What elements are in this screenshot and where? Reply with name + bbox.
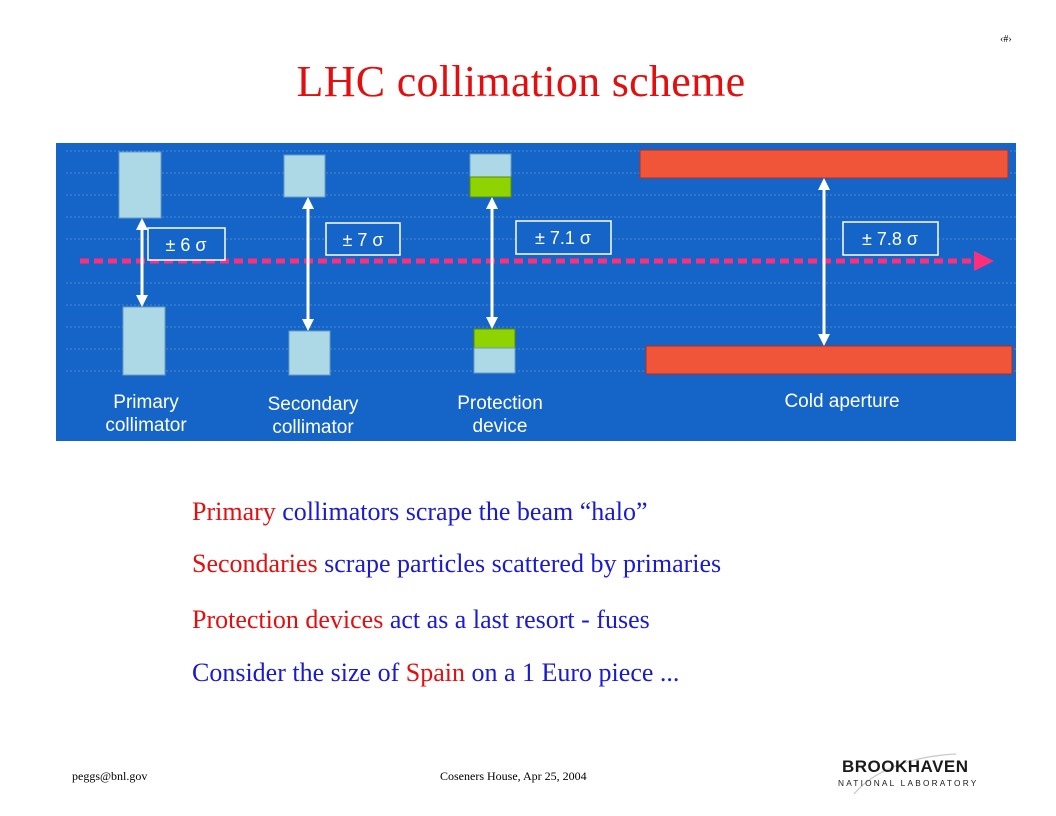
bullet-highlight: Spain	[405, 658, 465, 687]
label-primary-line1: Primary	[113, 392, 179, 413]
label-cold-aperture: Cold aperture	[784, 391, 899, 412]
bullet-text: collimators scrape the beam “halo”	[275, 497, 648, 526]
label-protection-line2: device	[473, 416, 528, 437]
gap-label-box-primary	[147, 227, 226, 261]
bullet-text: act as a last resort - fuses	[383, 605, 650, 634]
protection-lower-jaw	[473, 347, 516, 374]
label-secondary-line1: Secondary	[268, 394, 359, 415]
label-protection-line1: Protection	[457, 393, 543, 414]
slide-number: ‹#›	[1000, 34, 1012, 45]
gap-label-secondary: ± 7 σ	[342, 230, 383, 250]
primary-upper-jaw	[118, 151, 162, 219]
bullet-text-before: Consider the size of	[192, 658, 406, 687]
bullet-highlight: Protection devices	[192, 605, 384, 634]
protection-upper-jaw	[469, 153, 512, 178]
slide-title: LHC collimation scheme	[296, 57, 746, 106]
primary-collimator	[118, 151, 166, 376]
footer-venue: Coseners House, Apr 25, 2004	[440, 769, 587, 783]
protection-upper-absorber	[469, 176, 512, 198]
bullet-highlight: Primary	[192, 497, 276, 526]
brookhaven-logo: BROOKHAVEN NATIONAL LABORATORY	[838, 753, 978, 795]
logo-line2: NATIONAL LABORATORY	[838, 778, 978, 788]
logo-swoosh	[853, 753, 957, 795]
beam-arrowhead	[974, 251, 994, 271]
cold-aperture-lower-wall	[645, 345, 1013, 375]
protection-device	[469, 153, 516, 374]
primary-lower-jaw	[122, 306, 166, 376]
bullet-text: on a 1 Euro piece ...	[464, 658, 680, 687]
logo-line1: BROOKHAVEN	[842, 757, 969, 776]
collimation-diagram: ± 6 σ ± 7 σ ± 7.1 σ ± 7.8 σ Primary coll…	[56, 143, 1016, 441]
gap-label-box-cold	[842, 221, 939, 256]
gap-label-box-secondary	[325, 222, 401, 256]
gap-label-cold: ± 7.8 σ	[862, 229, 918, 249]
bullet-protection: Protection devices act as a last resort …	[192, 605, 650, 635]
cold-aperture	[639, 149, 1013, 375]
label-primary-line2: collimator	[105, 415, 187, 436]
cold-aperture-upper-wall	[639, 149, 1009, 179]
gap-label-box-protection	[515, 220, 612, 255]
gap-label-protection: ± 7.1 σ	[535, 228, 591, 248]
bullet-primary: Primary collimators scrape the beam “hal…	[192, 497, 648, 527]
label-secondary-line2: collimator	[272, 417, 354, 438]
secondary-upper-jaw	[283, 154, 326, 198]
protection-lower-absorber	[473, 328, 516, 349]
secondary-lower-jaw	[288, 330, 331, 376]
bullet-spain: Consider the size of Spain on a 1 Euro p…	[192, 658, 679, 688]
diagram-background	[56, 143, 1016, 441]
gap-label-primary: ± 6 σ	[165, 235, 206, 255]
footer-email: peggs@bnl.gov	[72, 769, 148, 783]
bullet-secondaries: Secondaries scrape particles scattered b…	[192, 549, 721, 579]
bullet-text: scrape particles scattered by primaries	[317, 549, 722, 578]
secondary-collimator	[283, 154, 331, 376]
bullet-highlight: Secondaries	[192, 549, 318, 578]
